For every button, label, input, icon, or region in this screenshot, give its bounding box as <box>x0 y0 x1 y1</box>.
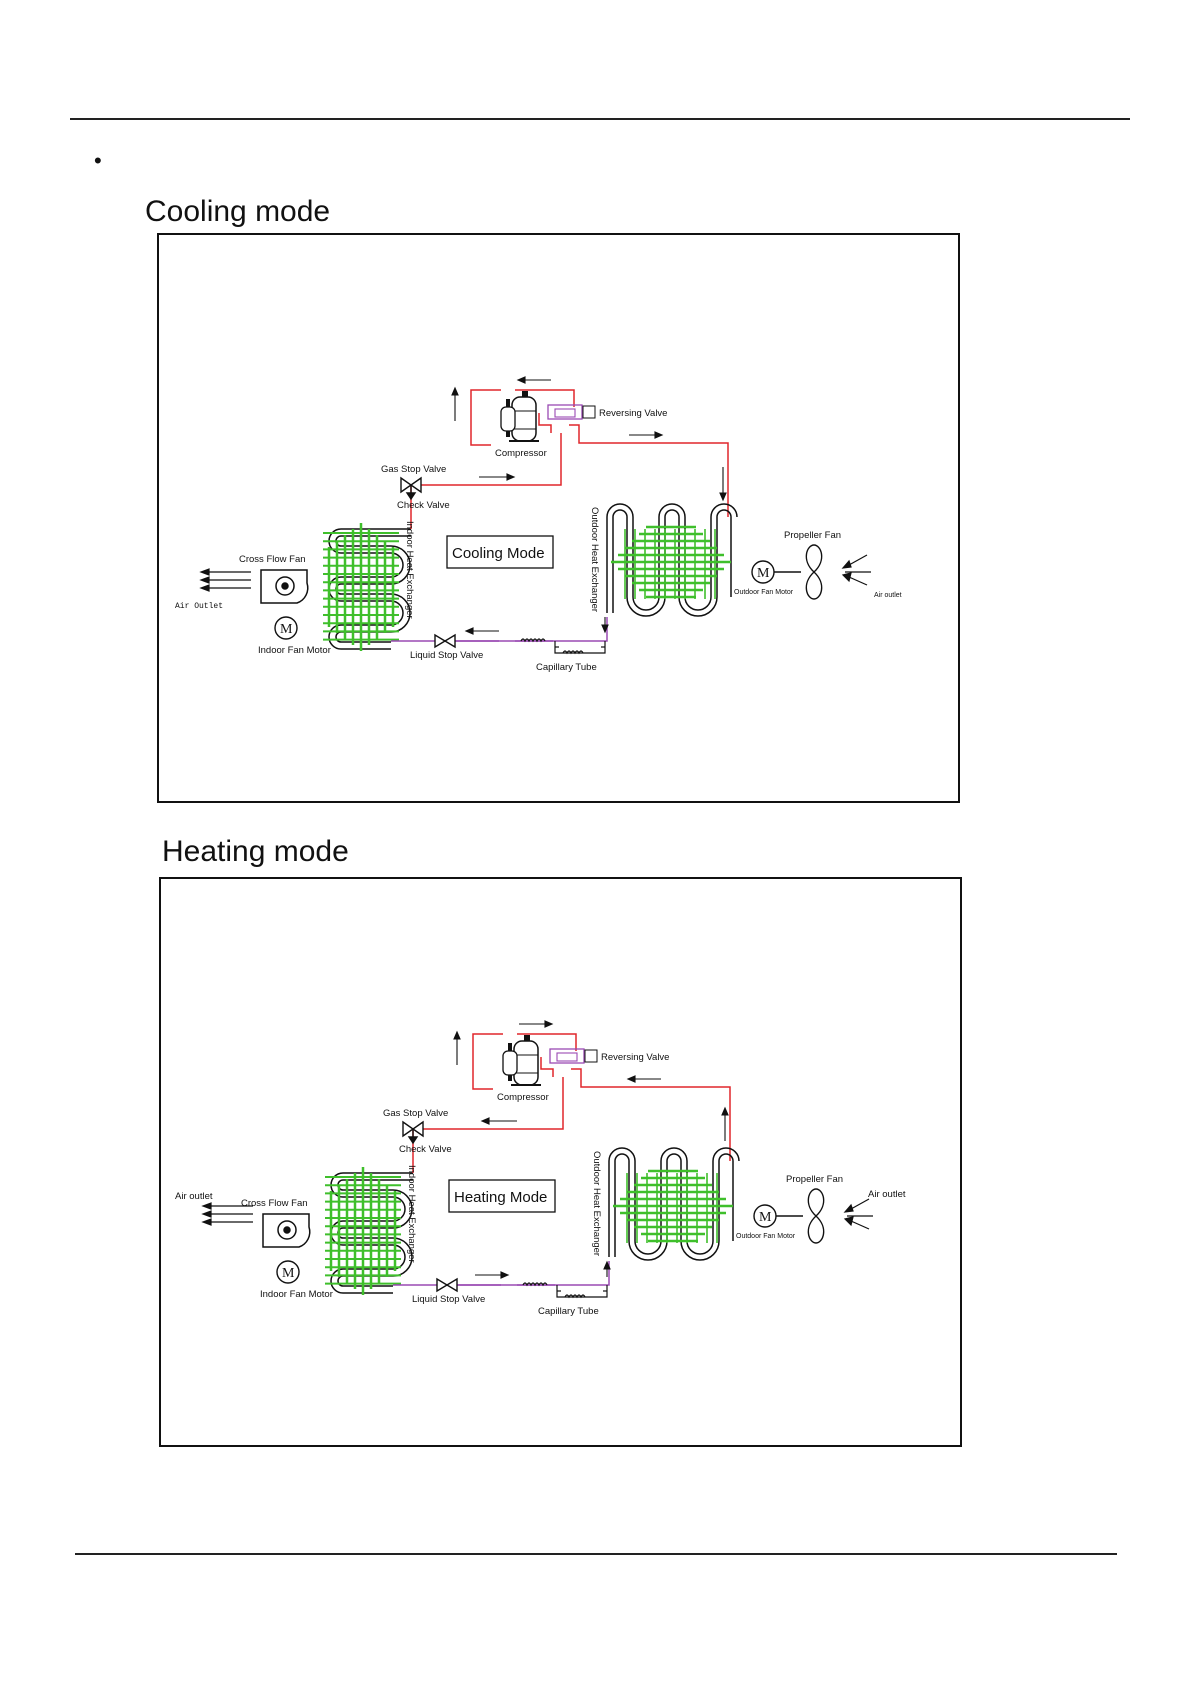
cross-flow-fan <box>260 569 309 604</box>
capillary-tube <box>522 1282 608 1299</box>
hot-gas-pipe <box>412 1033 731 1173</box>
indoor-air-arrows <box>199 568 251 592</box>
gas-stop-valve <box>402 1120 424 1145</box>
capillary-tube <box>520 638 606 655</box>
gas-line-arrow <box>479 473 516 481</box>
outdoor-fan-motor-label: Outdoor Fan Motor <box>736 1233 796 1240</box>
mode-label: Heating Mode <box>454 1189 547 1206</box>
capillary-side-arrow <box>601 617 609 634</box>
capillary-tube-label: Capillary Tube <box>536 662 597 673</box>
header-rule <box>70 118 1130 120</box>
indoor-coil-fins-horizontal <box>325 1176 401 1285</box>
compressor-side-arrow <box>453 1030 461 1065</box>
indoor-heat-exchanger-label: Indoor Heat Exchanger <box>406 1165 417 1263</box>
cooling-mode-title: Cooling mode <box>145 195 331 228</box>
indoor-coil-fins <box>327 523 395 651</box>
indoor-air-arrows <box>201 1202 253 1226</box>
gas-stop-valve <box>400 476 422 501</box>
propeller-fan-label: Propeller Fan <box>784 530 841 541</box>
gas-stop-valve-label: Gas Stop Valve <box>383 1108 448 1119</box>
liquid-stop-valve-label: Liquid Stop Valve <box>412 1294 485 1305</box>
indoor-coil-fins <box>329 1167 397 1295</box>
outdoor-pipe-arrow <box>629 431 664 439</box>
outdoor-air-arrows <box>841 554 871 586</box>
capillary-side-arrow <box>603 1260 611 1277</box>
cross-flow-fan <box>262 1213 311 1248</box>
refrigeration-cycle-diagram: Compressor Reversing Valve Gas Stop Valv… <box>175 376 902 673</box>
outdoor-vertical-arrow <box>721 1106 729 1141</box>
mode-label-box <box>446 535 554 569</box>
footer-rule <box>75 1553 1117 1555</box>
indoor-heat-exchanger-label: Indoor Heat Exchanger <box>404 521 415 619</box>
outdoor-air-outlet-label: Air outlet <box>874 592 902 599</box>
liquid-line-arrow <box>475 1271 510 1279</box>
liquid-pipe <box>391 617 608 642</box>
liquid-line-arrow <box>464 627 499 635</box>
heating-mode-title: Heating mode <box>162 835 349 868</box>
outdoor-coil <box>606 503 738 617</box>
compressor <box>500 391 539 442</box>
outdoor-coil <box>608 1147 740 1261</box>
mode-label: Cooling Mode <box>452 545 545 562</box>
outdoor-air-outlet-label: Air outlet <box>868 1189 906 1200</box>
outdoor-coil-fins-vertical <box>624 529 716 599</box>
compressor-label: Compressor <box>495 448 547 459</box>
hot-gas-pipe <box>410 389 729 529</box>
liquid-stop-valve <box>436 1277 458 1293</box>
reversing-valve-label: Reversing Valve <box>599 408 667 419</box>
cooling-diagram-frame: Compressor Reversing Valve Gas Stop Valv… <box>157 233 960 803</box>
outdoor-fan-motor: M <box>753 1204 777 1228</box>
indoor-air-outlet-label: Air outlet <box>175 1191 213 1202</box>
flow-arrows <box>451 376 727 635</box>
gas-stop-valve-label: Gas Stop Valve <box>381 464 446 475</box>
compressor-side-arrow <box>451 386 459 421</box>
compressor-label: Compressor <box>497 1092 549 1103</box>
indoor-coil-fins-horizontal <box>323 532 399 641</box>
flow-arrows <box>453 1020 729 1279</box>
cross-flow-fan-label: Cross Flow Fan <box>239 554 306 565</box>
top-pipe-arrow <box>516 376 551 384</box>
propeller-fan <box>774 544 823 600</box>
reversing-valve <box>547 404 596 420</box>
capillary-tube-label: Capillary Tube <box>538 1306 599 1317</box>
check-valve-label: Check Valve <box>397 500 450 511</box>
list-bullet: • <box>94 148 102 173</box>
outdoor-pipe-arrow <box>626 1075 661 1083</box>
compressor <box>502 1035 541 1086</box>
outdoor-fan-motor: M <box>751 560 775 584</box>
cross-flow-fan-label: Cross Flow Fan <box>241 1198 308 1209</box>
indoor-fan-motor-label: Indoor Fan Motor <box>258 645 331 656</box>
outdoor-fan-motor-label: Outdoor Fan Motor <box>734 589 794 596</box>
mode-label-box <box>448 1179 556 1213</box>
outdoor-heat-exchanger-label: Outdoor Heat Exchanger <box>591 1151 602 1256</box>
heating-diagram-frame: Compressor Reversing Valve Gas Stop Valv… <box>159 877 962 1447</box>
indoor-fan-motor: M <box>274 616 298 640</box>
outdoor-coil-fins-vertical <box>626 1173 718 1243</box>
indoor-air-outlet-label: Air Outlet <box>175 602 223 611</box>
svg-text:M: M <box>282 1266 295 1281</box>
refrigeration-cycle-diagram: Compressor Reversing Valve Gas Stop Valv… <box>175 1020 906 1317</box>
gas-line-arrow <box>480 1117 517 1125</box>
svg-text:M: M <box>759 1210 772 1225</box>
liquid-stop-valve-label: Liquid Stop Valve <box>410 650 483 661</box>
propeller-fan <box>776 1188 825 1244</box>
outdoor-coil-fins <box>613 1169 733 1243</box>
svg-text:M: M <box>280 622 293 637</box>
outdoor-heat-exchanger-label: Outdoor Heat Exchanger <box>589 507 600 612</box>
outdoor-coil-fins <box>611 525 731 599</box>
liquid-stop-valve <box>434 633 456 649</box>
indoor-fan-motor: M <box>276 1260 300 1284</box>
top-pipe-arrow <box>519 1020 554 1028</box>
propeller-fan-label: Propeller Fan <box>786 1174 843 1185</box>
reversing-valve <box>549 1048 598 1064</box>
outdoor-air-arrows <box>843 1198 873 1230</box>
outdoor-vertical-arrow <box>719 467 727 502</box>
reversing-valve-label: Reversing Valve <box>601 1052 669 1063</box>
svg-text:M: M <box>757 566 770 581</box>
indoor-fan-motor-label: Indoor Fan Motor <box>260 1289 333 1300</box>
check-valve-label: Check Valve <box>399 1144 452 1155</box>
